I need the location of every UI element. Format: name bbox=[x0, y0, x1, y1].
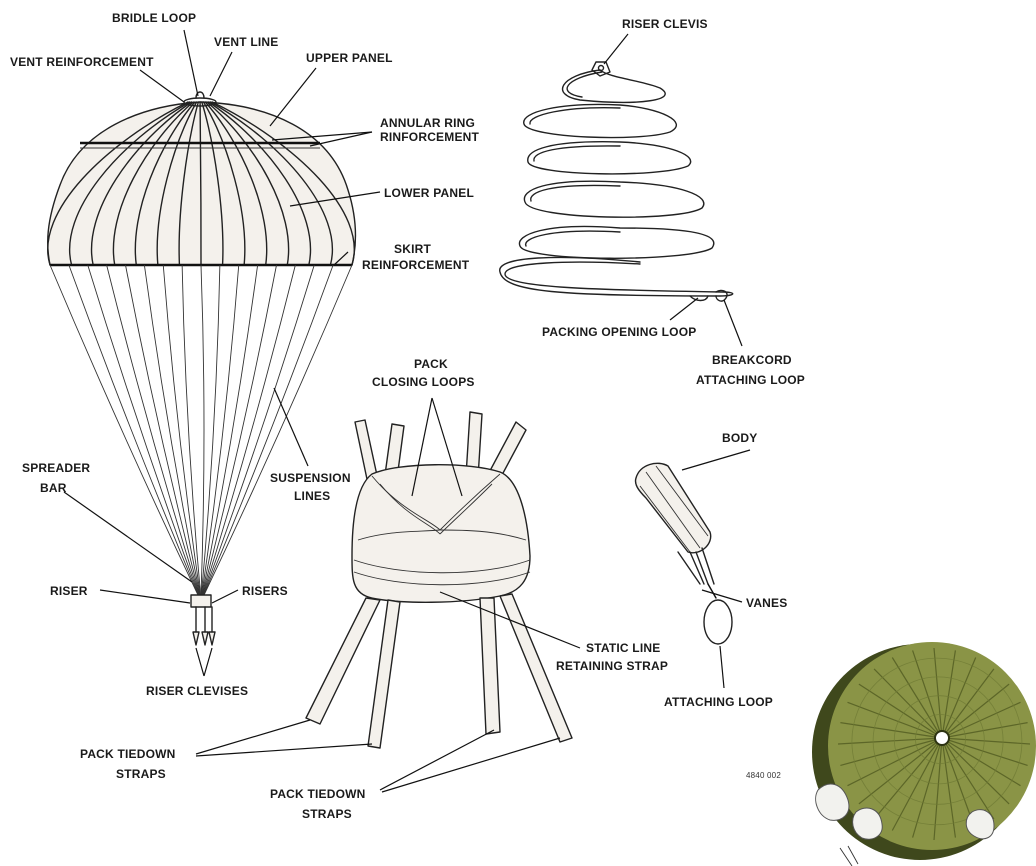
label-riser-clevis: RISER CLEVIS bbox=[622, 17, 708, 31]
canopy-photo-vent bbox=[935, 731, 949, 745]
label-skirt: SKIRT bbox=[394, 242, 431, 256]
label-pack-tiedown-left-2: STRAPS bbox=[116, 767, 166, 781]
main-canopy bbox=[48, 92, 356, 265]
label-suspension: SUSPENSION bbox=[270, 471, 351, 485]
label-annular-ring-2: RINFORCEMENT bbox=[380, 130, 480, 144]
suspension-line bbox=[203, 265, 314, 595]
label-closing-loops: CLOSING LOOPS bbox=[372, 375, 475, 389]
label-vanes: VANES bbox=[746, 596, 787, 610]
label-pack: PACK bbox=[414, 357, 448, 371]
static-line-coil bbox=[500, 62, 733, 301]
risers-assembly bbox=[191, 595, 215, 645]
pack-tiedown-strap-2 bbox=[368, 600, 400, 748]
label-packing-opening-loop: PACKING OPENING LOOP bbox=[542, 325, 696, 339]
label-pack-tiedown-right-2: STRAPS bbox=[302, 807, 352, 821]
label-figure-code: 4840 002 bbox=[746, 771, 781, 780]
label-vent-reinforcement: VENT REINFORCEMENT bbox=[10, 55, 154, 69]
suspension-lines bbox=[50, 265, 352, 595]
suspension-line bbox=[163, 265, 200, 595]
suspension-line bbox=[107, 265, 199, 595]
label-breakcord: BREAKCORD bbox=[712, 353, 792, 367]
label-pack-tiedown-left: PACK TIEDOWN bbox=[80, 747, 176, 761]
suspension-line bbox=[204, 265, 352, 595]
label-static-line: STATIC LINE bbox=[586, 641, 660, 655]
label-spreader: SPREADER bbox=[22, 461, 90, 475]
label-attaching-loop: ATTACHING LOOP bbox=[664, 695, 773, 709]
vane-3 bbox=[702, 548, 714, 584]
pack-tiedown-strap-1 bbox=[306, 598, 380, 724]
pack-tiedown-strap-3 bbox=[480, 598, 500, 734]
label-bridle-loop: BRIDLE LOOP bbox=[112, 11, 196, 25]
label-lower-panel: LOWER PANEL bbox=[384, 186, 474, 200]
label-suspension-2: LINES bbox=[294, 489, 330, 503]
suspension-line bbox=[203, 265, 295, 595]
canopy-photo bbox=[812, 642, 1036, 866]
label-riser-clevises: RISER CLEVISES bbox=[146, 684, 248, 698]
label-spreader-2: BAR bbox=[40, 481, 67, 495]
pilot-chute bbox=[635, 463, 732, 644]
suspension-line bbox=[202, 265, 257, 595]
suspension-line bbox=[202, 265, 239, 595]
attaching-loop-shape bbox=[704, 600, 732, 644]
suspension-line bbox=[50, 265, 198, 595]
label-skirt-2: REINFORCEMENT bbox=[362, 258, 470, 272]
label-vent-line: VENT LINE bbox=[214, 35, 278, 49]
label-upper-panel: UPPER PANEL bbox=[306, 51, 393, 65]
suspension-line bbox=[144, 265, 199, 595]
label-static-line-2: RETAINING STRAP bbox=[556, 659, 668, 673]
label-riser: RISER bbox=[50, 584, 88, 598]
deployment-pack bbox=[306, 412, 572, 748]
riser-clevis-center bbox=[202, 632, 208, 645]
riser-clevis-right bbox=[209, 632, 215, 645]
suspension-line bbox=[88, 265, 199, 595]
label-body: BODY bbox=[722, 431, 757, 445]
label-annular-ring: ANNULAR RING bbox=[380, 116, 475, 130]
label-pack-tiedown-right: PACK TIEDOWN bbox=[270, 787, 366, 801]
label-breakcord-2: ATTACHING LOOP bbox=[696, 373, 805, 387]
suspension-line bbox=[201, 265, 204, 595]
label-risers: RISERS bbox=[242, 584, 288, 598]
suspension-line bbox=[182, 265, 200, 595]
riser-clevis-left bbox=[193, 632, 199, 645]
